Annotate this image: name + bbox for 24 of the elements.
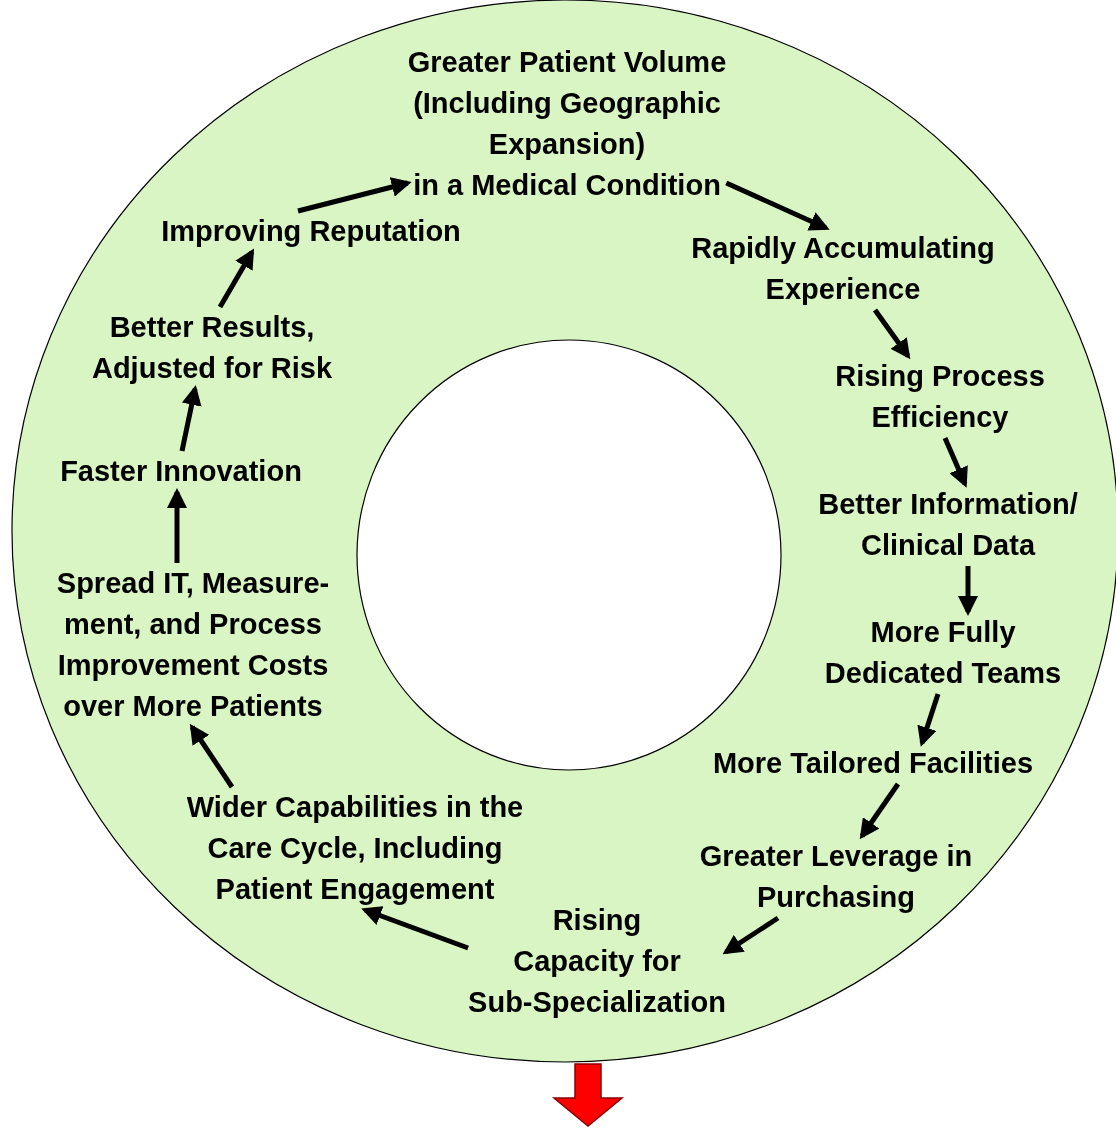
arrow bbox=[179, 385, 202, 452]
arrow bbox=[167, 488, 187, 563]
cycle-step-text: Faster Innovation bbox=[60, 451, 302, 492]
arrow bbox=[725, 180, 830, 231]
arrow bbox=[872, 308, 911, 360]
cycle-step-text: Greater Patient Volume (Including Geographic Expansion) in a Medical Condition bbox=[407, 42, 727, 206]
arrow bbox=[217, 248, 255, 309]
cycle-step-text: Rising Process Efficiency bbox=[835, 356, 1045, 438]
block-arrow bbox=[551, 1063, 625, 1127]
cycle-step-text: Better Results, Adjusted for Risk bbox=[91, 307, 333, 389]
cycle-step-text: More Fully Dedicated Teams bbox=[824, 612, 1062, 694]
arrow bbox=[958, 566, 978, 616]
arrow bbox=[859, 782, 901, 840]
arrow bbox=[917, 693, 941, 747]
arrow bbox=[361, 906, 469, 951]
cycle-step-text: More Tailored Facilities bbox=[712, 743, 1034, 784]
arrow bbox=[189, 723, 235, 789]
arrow bbox=[722, 915, 780, 955]
cycle-step-text: Better Information/ Clinical Data bbox=[818, 484, 1078, 566]
cycle-step-text: Spread IT, Measure- ment, and Process Improvement Costs over More Patients bbox=[56, 563, 330, 727]
cycle-step-text: Rapidly Accumulating Experience bbox=[691, 228, 995, 310]
cycle-step-text: Improving Reputation bbox=[161, 211, 461, 252]
arrow bbox=[942, 437, 968, 488]
arrow bbox=[297, 177, 412, 214]
